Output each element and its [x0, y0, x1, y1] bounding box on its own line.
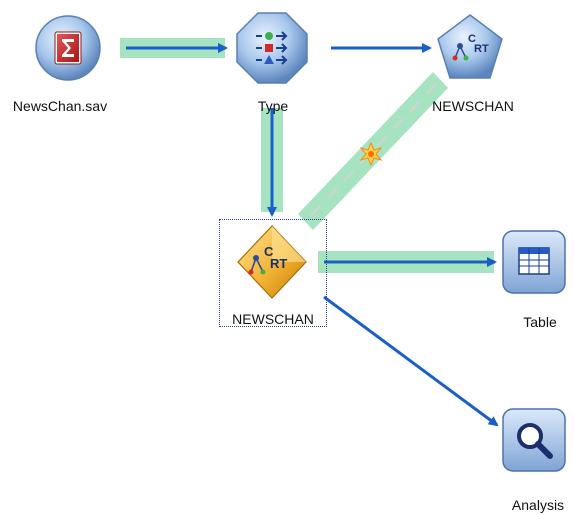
node-source-file[interactable] [35, 15, 101, 81]
node-type[interactable] [236, 12, 308, 84]
sparkle-icon [359, 141, 383, 167]
node-table-output[interactable] [502, 230, 566, 294]
svg-text:C: C [468, 33, 476, 45]
type-node-icon [256, 31, 288, 65]
svg-text:C: C [264, 244, 274, 259]
stream-links [126, 43, 499, 427]
node-analysis-output-label: Analysis [511, 497, 565, 513]
node-type-label: Type [257, 98, 289, 114]
node-source-file-label: NewsChan.sav [12, 98, 108, 114]
svg-text:RT: RT [270, 256, 287, 271]
svg-text:RT: RT [474, 43, 489, 55]
crt-modeler-icon: C RT [452, 33, 489, 61]
node-analysis-output[interactable] [502, 408, 566, 472]
magnifier-icon [517, 423, 553, 459]
node-crt-nugget-label: NEWSCHAN [232, 311, 314, 327]
crt-nugget-icon: C RT [248, 244, 287, 275]
node-crt-modeler[interactable]: C RT [437, 14, 503, 79]
link-nugget-to-analysis[interactable] [323, 295, 499, 427]
node-table-output-label: Table [523, 314, 557, 330]
node-crt-nugget[interactable]: C RT [237, 225, 307, 299]
table-icon [518, 247, 550, 275]
link-model-update-dashed[interactable] [305, 83, 437, 222]
selected-node-outline [219, 219, 327, 327]
node-crt-modeler-label: NEWSCHAN [432, 98, 514, 114]
sav-file-icon [54, 31, 82, 65]
